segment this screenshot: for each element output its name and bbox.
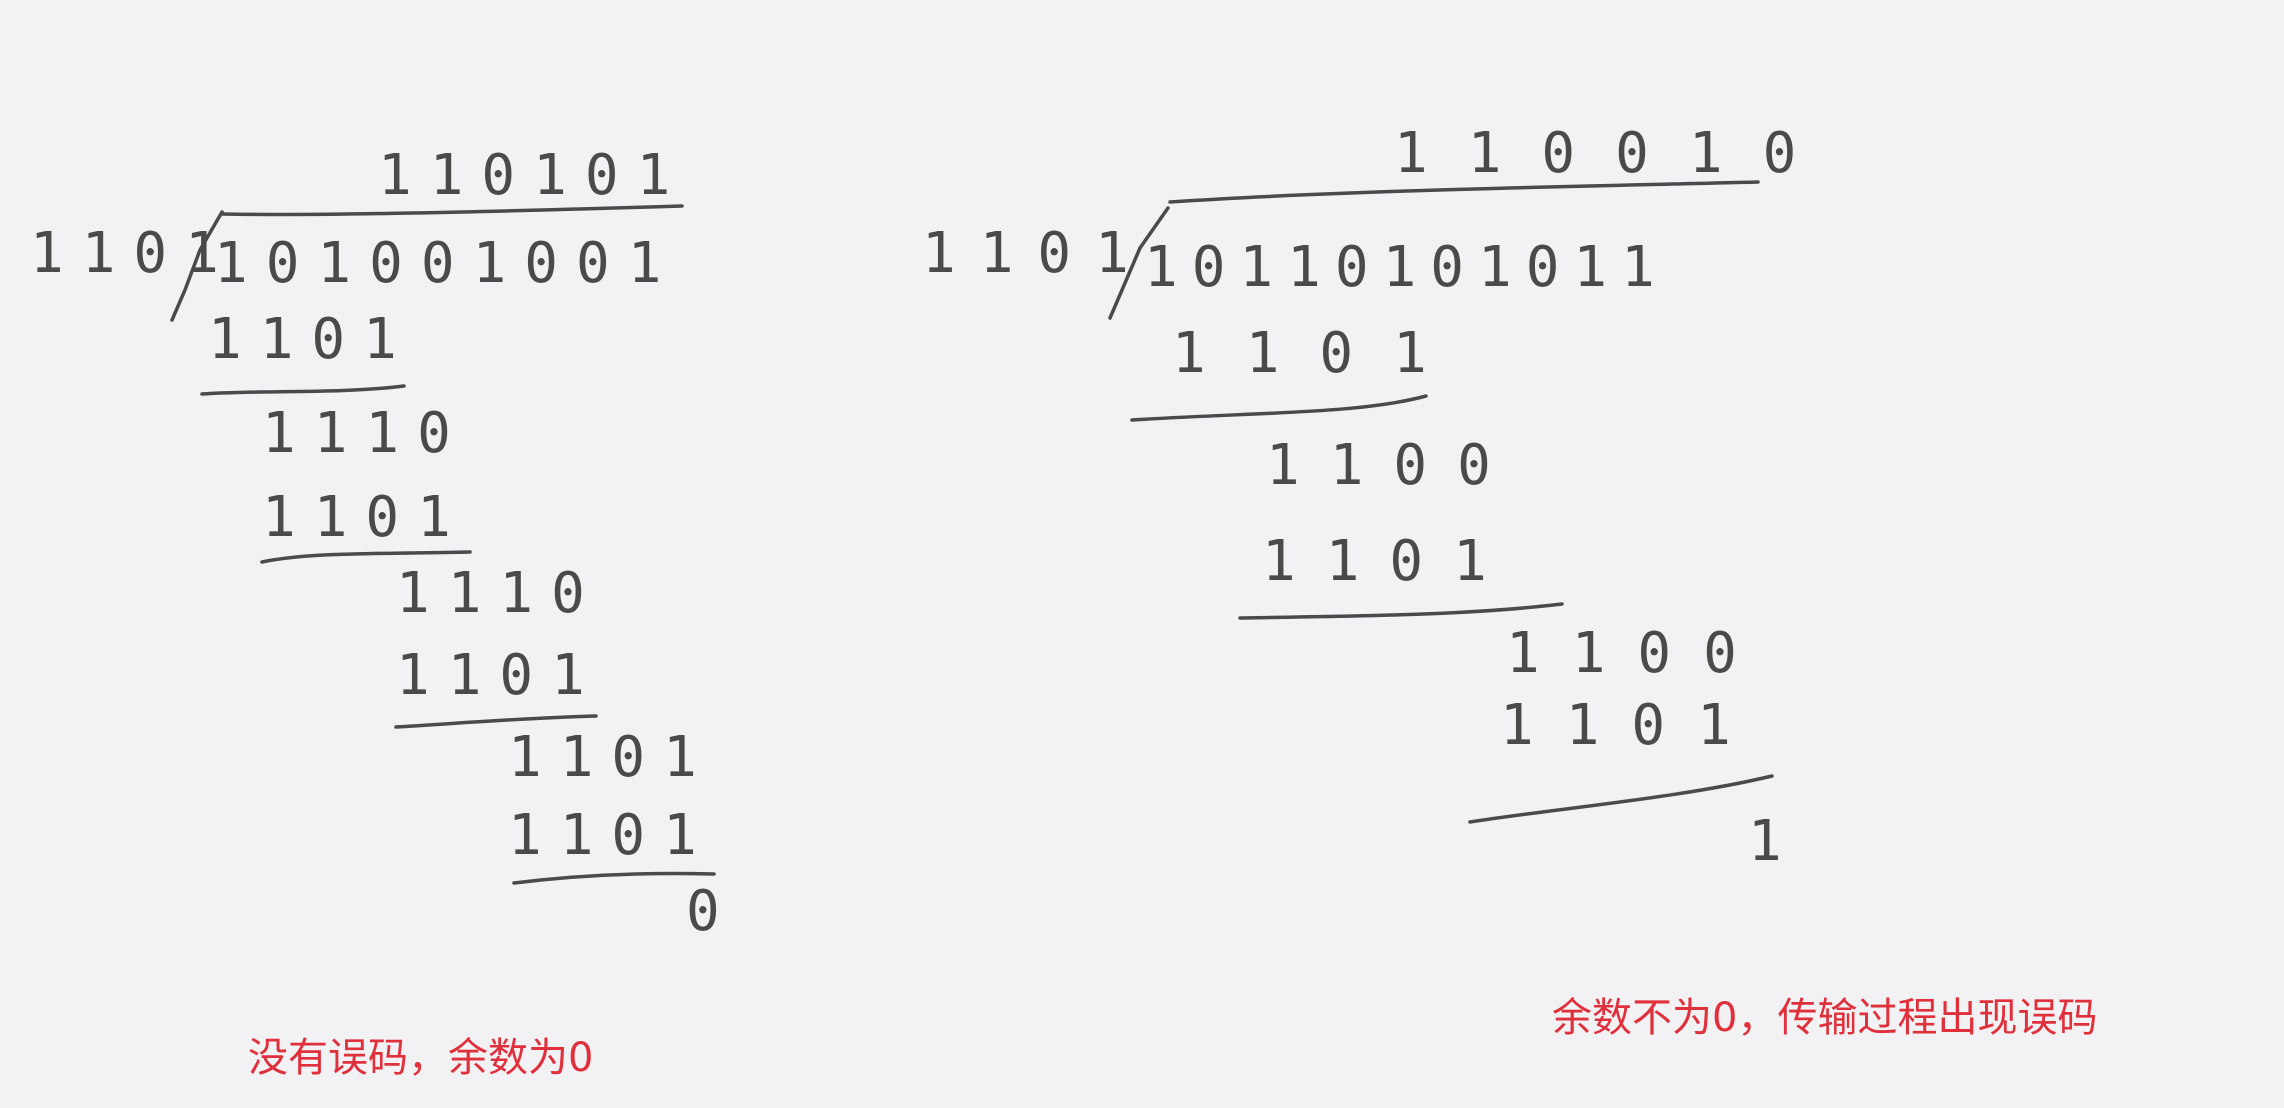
left-sub-line-1 <box>200 384 406 396</box>
right-sub-line-1 <box>1130 394 1428 422</box>
right-division-bar <box>1168 180 1760 204</box>
right-step-5: 1101 <box>1500 693 1763 758</box>
left-step-7: 1101 <box>508 803 715 868</box>
left-division-bracket <box>170 210 224 322</box>
right-step-1: 1101 <box>1172 321 1467 386</box>
left-divisor: 1101 <box>30 221 237 286</box>
right-sub-line-2 <box>1238 602 1564 620</box>
right-quotient: 110010 <box>1394 121 1837 186</box>
left-dividend: 101001001 <box>214 231 680 296</box>
right-step-2: 1100 <box>1266 433 1521 498</box>
left-step-5: 1101 <box>396 643 603 708</box>
left-quotient: 110101 <box>378 143 689 208</box>
left-sub-line-3 <box>394 714 598 729</box>
left-step-3: 1101 <box>262 485 469 550</box>
right-step-4: 1100 <box>1506 621 1769 686</box>
right-conclusion-note: 余数不为0，传输过程出现误码 <box>1552 995 2098 1041</box>
left-step-4: 1110 <box>396 561 603 626</box>
right-division-bracket <box>1108 206 1170 320</box>
right-remainder: 1 <box>1748 809 1800 874</box>
left-step-6: 1101 <box>508 725 715 790</box>
left-division-bar <box>220 204 684 217</box>
left-conclusion-note: 没有误码，余数为0 <box>248 1035 594 1081</box>
right-divisor: 1101 <box>922 221 1153 286</box>
right-step-3: 1101 <box>1262 529 1517 594</box>
right-dividend: 10110101011 <box>1144 235 1669 300</box>
left-sub-line-2 <box>260 550 472 564</box>
left-sub-line-4 <box>512 871 716 885</box>
left-step-1: 1101 <box>208 307 415 372</box>
right-sub-line-3 <box>1468 774 1774 824</box>
left-step-2: 1110 <box>262 401 469 466</box>
left-remainder: 0 <box>686 879 738 944</box>
